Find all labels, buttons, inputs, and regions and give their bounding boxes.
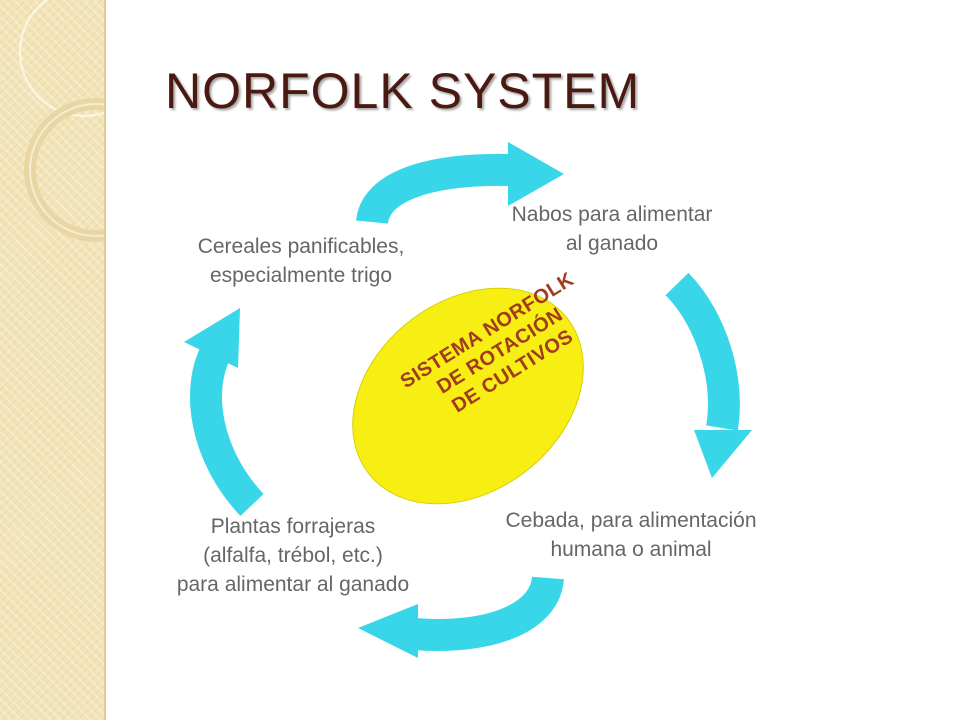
stage-label-line: Nabos para alimentar	[511, 203, 713, 226]
stage-label-turnips: Nabos para alimentar al ganado	[480, 200, 744, 258]
decorative-side-band	[0, 0, 106, 720]
cycle-arrow-icon	[356, 142, 564, 225]
cycle-arrow-icon	[184, 308, 264, 516]
cycle-arrow-icon	[665, 272, 752, 478]
stage-label-line: Plantas forrajeras	[210, 515, 376, 538]
stage-label-barley: Cebada, para alimentación humana o anima…	[466, 506, 796, 564]
stage-label-line: Cebada, para alimentación	[505, 509, 757, 532]
stage-label-forage: Plantas forrajeras (alfalfa, trébol, etc…	[138, 512, 448, 599]
stage-label-cereals: Cereales panificables, especialmente tri…	[160, 232, 442, 290]
center-ellipse	[352, 287, 584, 505]
stage-label-line: al ganado	[565, 232, 659, 255]
stage-label-line: Cereales panificables,	[197, 235, 405, 258]
slide-title: NORFOLK SYSTEM	[165, 63, 641, 119]
stage-label-line: humana o animal	[550, 538, 712, 561]
cycle-arrow-icon	[358, 575, 564, 658]
stage-label-line: para alimentar al ganado	[176, 573, 410, 596]
stage-label-line: (alfalfa, trébol, etc.)	[203, 544, 383, 567]
decorative-rings	[19, 0, 104, 242]
stage-label-line: especialmente trigo	[209, 264, 393, 287]
